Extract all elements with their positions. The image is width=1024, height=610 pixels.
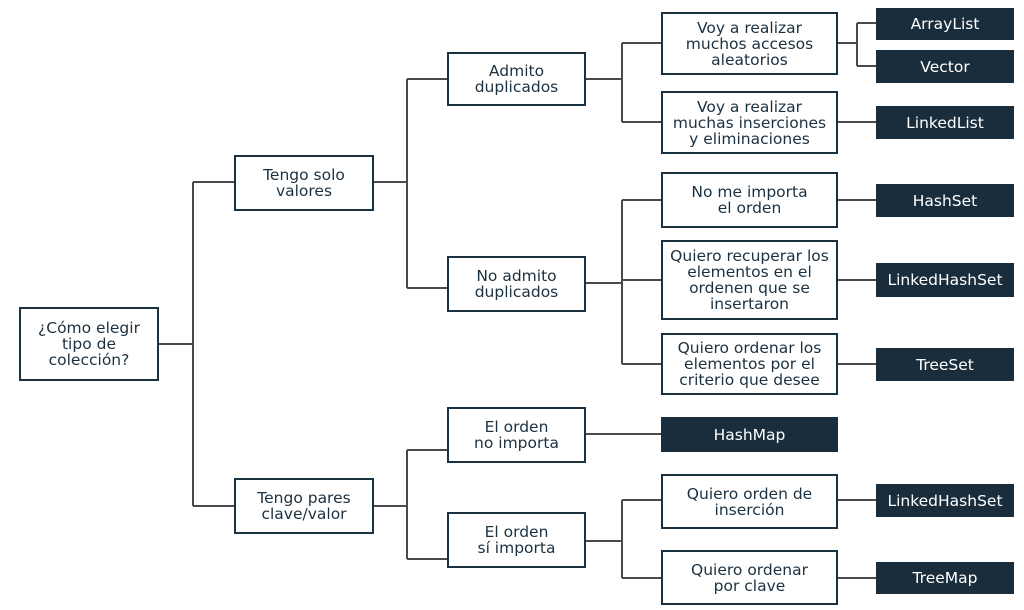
connector-dup <box>585 42 661 123</box>
result-treeset: TreeSet <box>876 348 1014 381</box>
connector-root <box>158 181 234 507</box>
result-linkedhashset-map: LinkedHashSet <box>876 484 1014 517</box>
allow-duplicates-node: Admito duplicados <box>447 52 586 106</box>
result-linkedlist: LinkedList <box>876 106 1014 139</box>
sort-by-key-node: Quiero ordenar por clave <box>661 550 838 605</box>
result-treemap: TreeMap <box>876 562 1014 594</box>
key-value-pairs-node: Tengo pares clave/valor <box>234 478 374 534</box>
result-hashmap: HashMap <box>661 417 838 452</box>
order-irrelevant-node: No me importa el orden <box>661 172 838 228</box>
order-important-node: El orden sí importa <box>447 512 586 568</box>
no-duplicates-node: No admito duplicados <box>447 256 586 312</box>
connector-pairs <box>373 449 447 560</box>
connector-order <box>585 499 661 579</box>
result-vector: Vector <box>876 50 1014 83</box>
result-arraylist: ArrayList <box>876 8 1014 40</box>
random-access-node: Voy a realizar muchos accesos aleatorios <box>661 12 838 75</box>
custom-sort-node: Quiero ordenar los elementos por el crit… <box>661 333 838 395</box>
root-question-node: ¿Cómo elegir tipo de colección? <box>19 307 159 381</box>
result-linkedhashset: LinkedHashSet <box>876 263 1014 297</box>
insertion-order-map-node: Quiero orden de inserción <box>661 474 838 529</box>
many-insertions-node: Voy a realizar muchas inserciones y elim… <box>661 91 838 154</box>
connector-values <box>373 78 447 289</box>
values-only-node: Tengo solo valores <box>234 155 374 211</box>
connector-nodup <box>585 199 661 365</box>
order-not-important-node: El orden no importa <box>447 407 586 463</box>
result-hashset: HashSet <box>876 184 1014 217</box>
insertion-order-node: Quiero recuperar los elementos en el ord… <box>661 240 838 320</box>
connector-random <box>837 22 876 67</box>
